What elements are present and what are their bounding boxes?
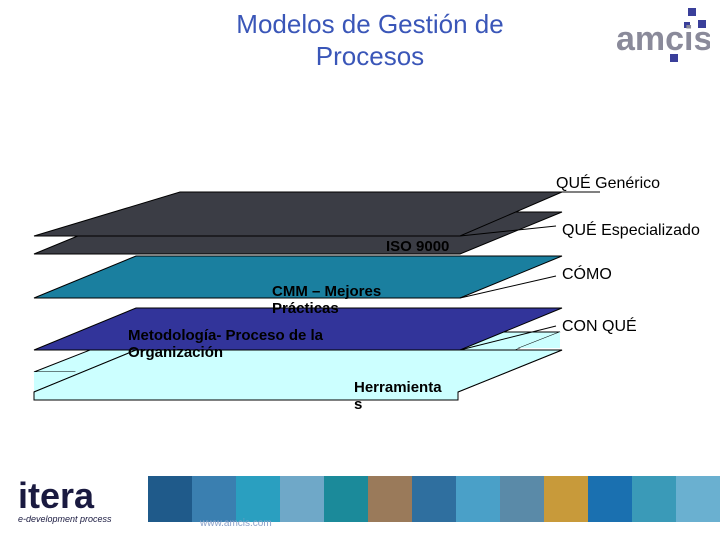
right-label-con-que: CON QUÉ (562, 318, 637, 335)
title-line-1: Modelos de Gestión de (236, 9, 504, 39)
itera-tagline: e-development process (18, 514, 112, 524)
footer-url[interactable]: www.amcis.com (200, 518, 272, 529)
label-herr-line1: Herramienta (354, 379, 442, 396)
layer-cmm (33, 255, 563, 299)
footer-image-strip (148, 476, 720, 522)
right-label-especializado: QUÉ Especializado (562, 222, 700, 239)
right-label-generico: QUÉ Genérico (556, 175, 661, 192)
footer-tile (412, 476, 456, 522)
footer-tile (676, 476, 720, 522)
footer-tile (544, 476, 588, 522)
amcis-wordmark: amcis (616, 20, 710, 58)
footer-tile (192, 476, 236, 522)
footer-tile (500, 476, 544, 522)
label-cmm-line2: Prácticas (272, 300, 339, 317)
footer-tile (236, 476, 280, 522)
footer-tile (368, 476, 412, 522)
footer-tile (280, 476, 324, 522)
itera-wordmark: itera (18, 475, 95, 516)
label-met-line2: Organización (128, 344, 224, 361)
label-iso: ISO 9000 (386, 238, 450, 255)
footer-tile (324, 476, 368, 522)
right-label-como: CÓMO (562, 266, 612, 283)
title-line-2: Procesos (315, 41, 425, 71)
footer-tile (148, 476, 192, 522)
itera-logo: itera e-development process (18, 478, 148, 528)
label-cmm-line1: CMM – Mejores (272, 283, 382, 300)
label-met-line1: Metodología- Proceso de la (128, 327, 324, 344)
footer-tile (632, 476, 676, 522)
label-herr-line2: s (354, 396, 363, 413)
footer-tile (588, 476, 632, 522)
connector-especializado (459, 225, 557, 237)
connector-como (459, 275, 557, 299)
amcis-logo: amcis (616, 8, 710, 62)
layer-herramientas-front (33, 349, 563, 401)
slide-title: Modelos de Gestión de Procesos (190, 8, 550, 72)
connector-con-que (459, 325, 557, 351)
footer-tile (456, 476, 500, 522)
